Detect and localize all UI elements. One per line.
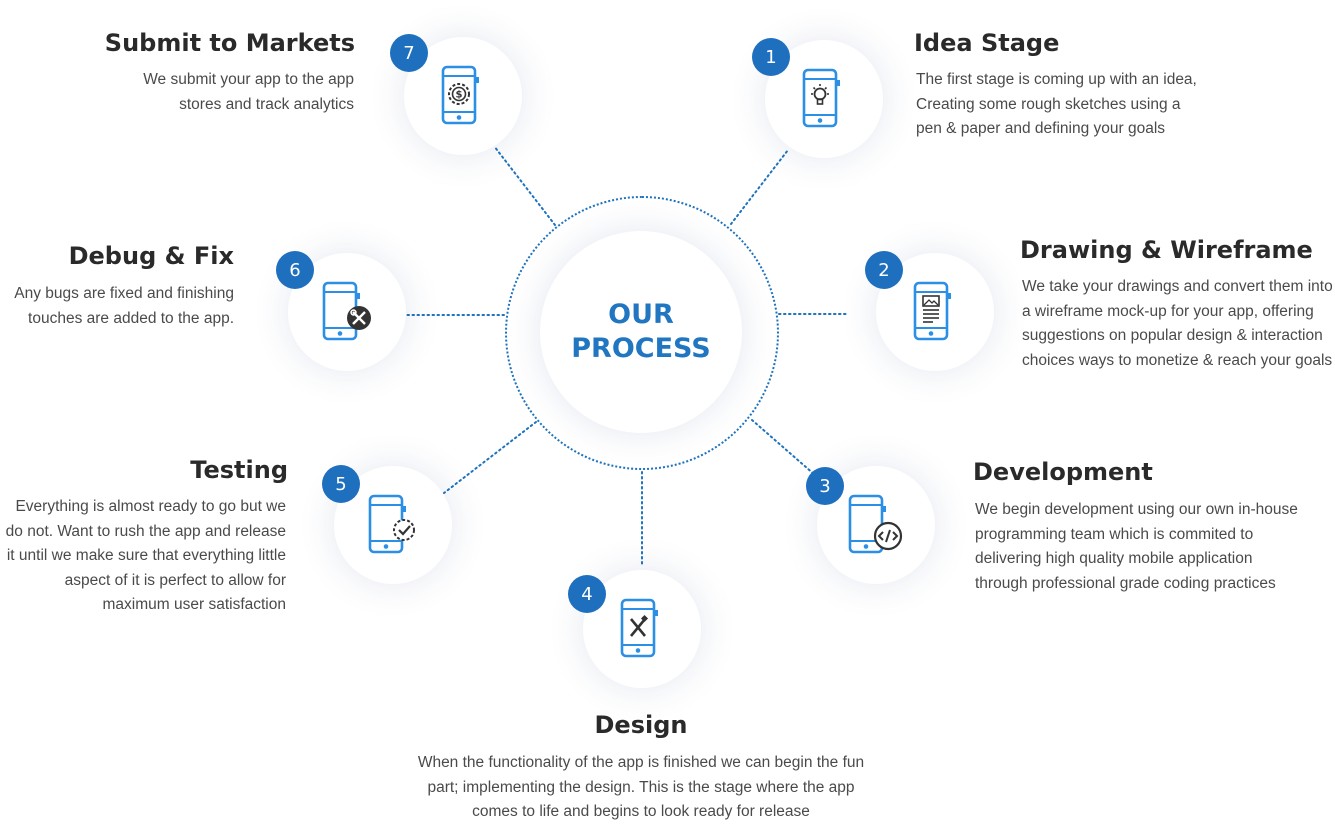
step-3-title: Development — [973, 458, 1153, 486]
connector-5 — [443, 421, 537, 494]
phone-lightbulb-icon — [802, 68, 846, 130]
phone-tools-icon — [322, 281, 372, 343]
center-title-line1: OUR — [608, 299, 674, 330]
step-1-description: The first stage is coming up with an ide… — [916, 71, 1197, 137]
step-6-title: Debug & Fix — [68, 242, 234, 270]
step-3-badge: 3 — [806, 467, 844, 505]
phone-dollar-icon: $ — [441, 65, 485, 127]
step-6-description: Any bugs are fixed and finishing touches… — [14, 285, 234, 327]
step-1-badge: 1 — [752, 38, 790, 76]
connector-3 — [751, 419, 816, 476]
step-2-badge: 2 — [865, 251, 903, 289]
step-4-badge: 4 — [568, 575, 606, 613]
connector-1 — [730, 149, 789, 225]
step-1-circle — [765, 40, 883, 158]
step-6-badge: 6 — [276, 251, 314, 289]
connector-7 — [493, 145, 556, 226]
center-hub: OUR PROCESS — [540, 231, 742, 433]
step-7-badge: 7 — [390, 34, 428, 72]
step-7-description: We submit your app to the app stores and… — [143, 71, 354, 113]
step-3-description: We begin development using our own in-ho… — [975, 501, 1298, 592]
step-1-title: Idea Stage — [914, 29, 1060, 57]
center-dotted-ring — [505, 196, 779, 470]
phone-code-icon — [848, 494, 904, 556]
phone-wireframe-icon — [913, 281, 957, 343]
phone-design-tools-icon — [620, 598, 664, 660]
center-title-line2: PROCESS — [571, 333, 711, 364]
step-7-title: Submit to Markets — [104, 29, 355, 57]
step-2-description: We take your drawings and convert them i… — [1022, 278, 1333, 369]
step-5-description: Everything is almost ready to go but we … — [5, 498, 286, 613]
step-5-badge: 5 — [322, 465, 360, 503]
step-2-title: Drawing & Wireframe — [1020, 236, 1313, 264]
step-4-description: When the functionality of the app is fin… — [417, 754, 865, 820]
step-4-title: Design — [594, 711, 688, 739]
svg-text:$: $ — [456, 90, 463, 101]
phone-check-icon — [368, 494, 418, 556]
step-5-title: Testing — [190, 456, 288, 484]
